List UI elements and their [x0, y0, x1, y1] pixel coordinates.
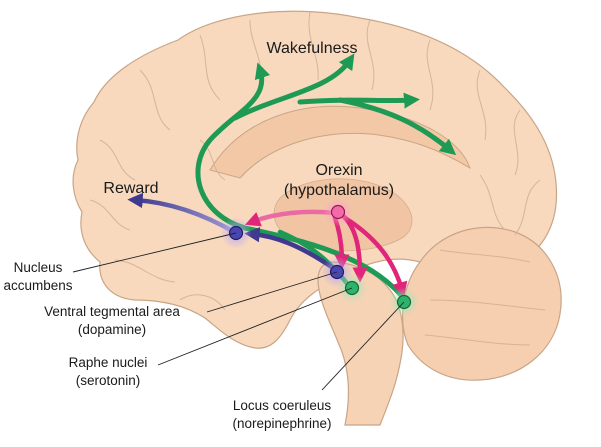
label-orexin: Orexin [315, 162, 362, 179]
leader-lines [72, 232, 405, 391]
label-raphe-2: (serotonin) [76, 373, 141, 388]
brainstem [317, 261, 404, 426]
node-orexin [323, 197, 353, 227]
label-locus-coeruleus: Locus coeruleus [233, 398, 332, 413]
label-locus-coeruleus-2: (norepinephrine) [232, 416, 331, 431]
corpus-callosum [209, 105, 471, 179]
label-nucleus-accumbens-2: accumbens [3, 278, 72, 293]
cerebellum [402, 226, 562, 381]
cortical-folds [89, 11, 546, 346]
label-raphe: Raphe nuclei [69, 355, 148, 370]
label-reward: Reward [103, 180, 158, 197]
brain-illustration [72, 10, 562, 426]
label-vta-2: (dopamine) [78, 322, 146, 337]
label-vta: Ventral tegmental area [44, 304, 180, 319]
label-nucleus-accumbens: Nucleus [14, 260, 63, 275]
label-orexin-sub: (hypothalamus) [284, 182, 394, 199]
label-wakefulness: Wakefulness [267, 40, 358, 57]
